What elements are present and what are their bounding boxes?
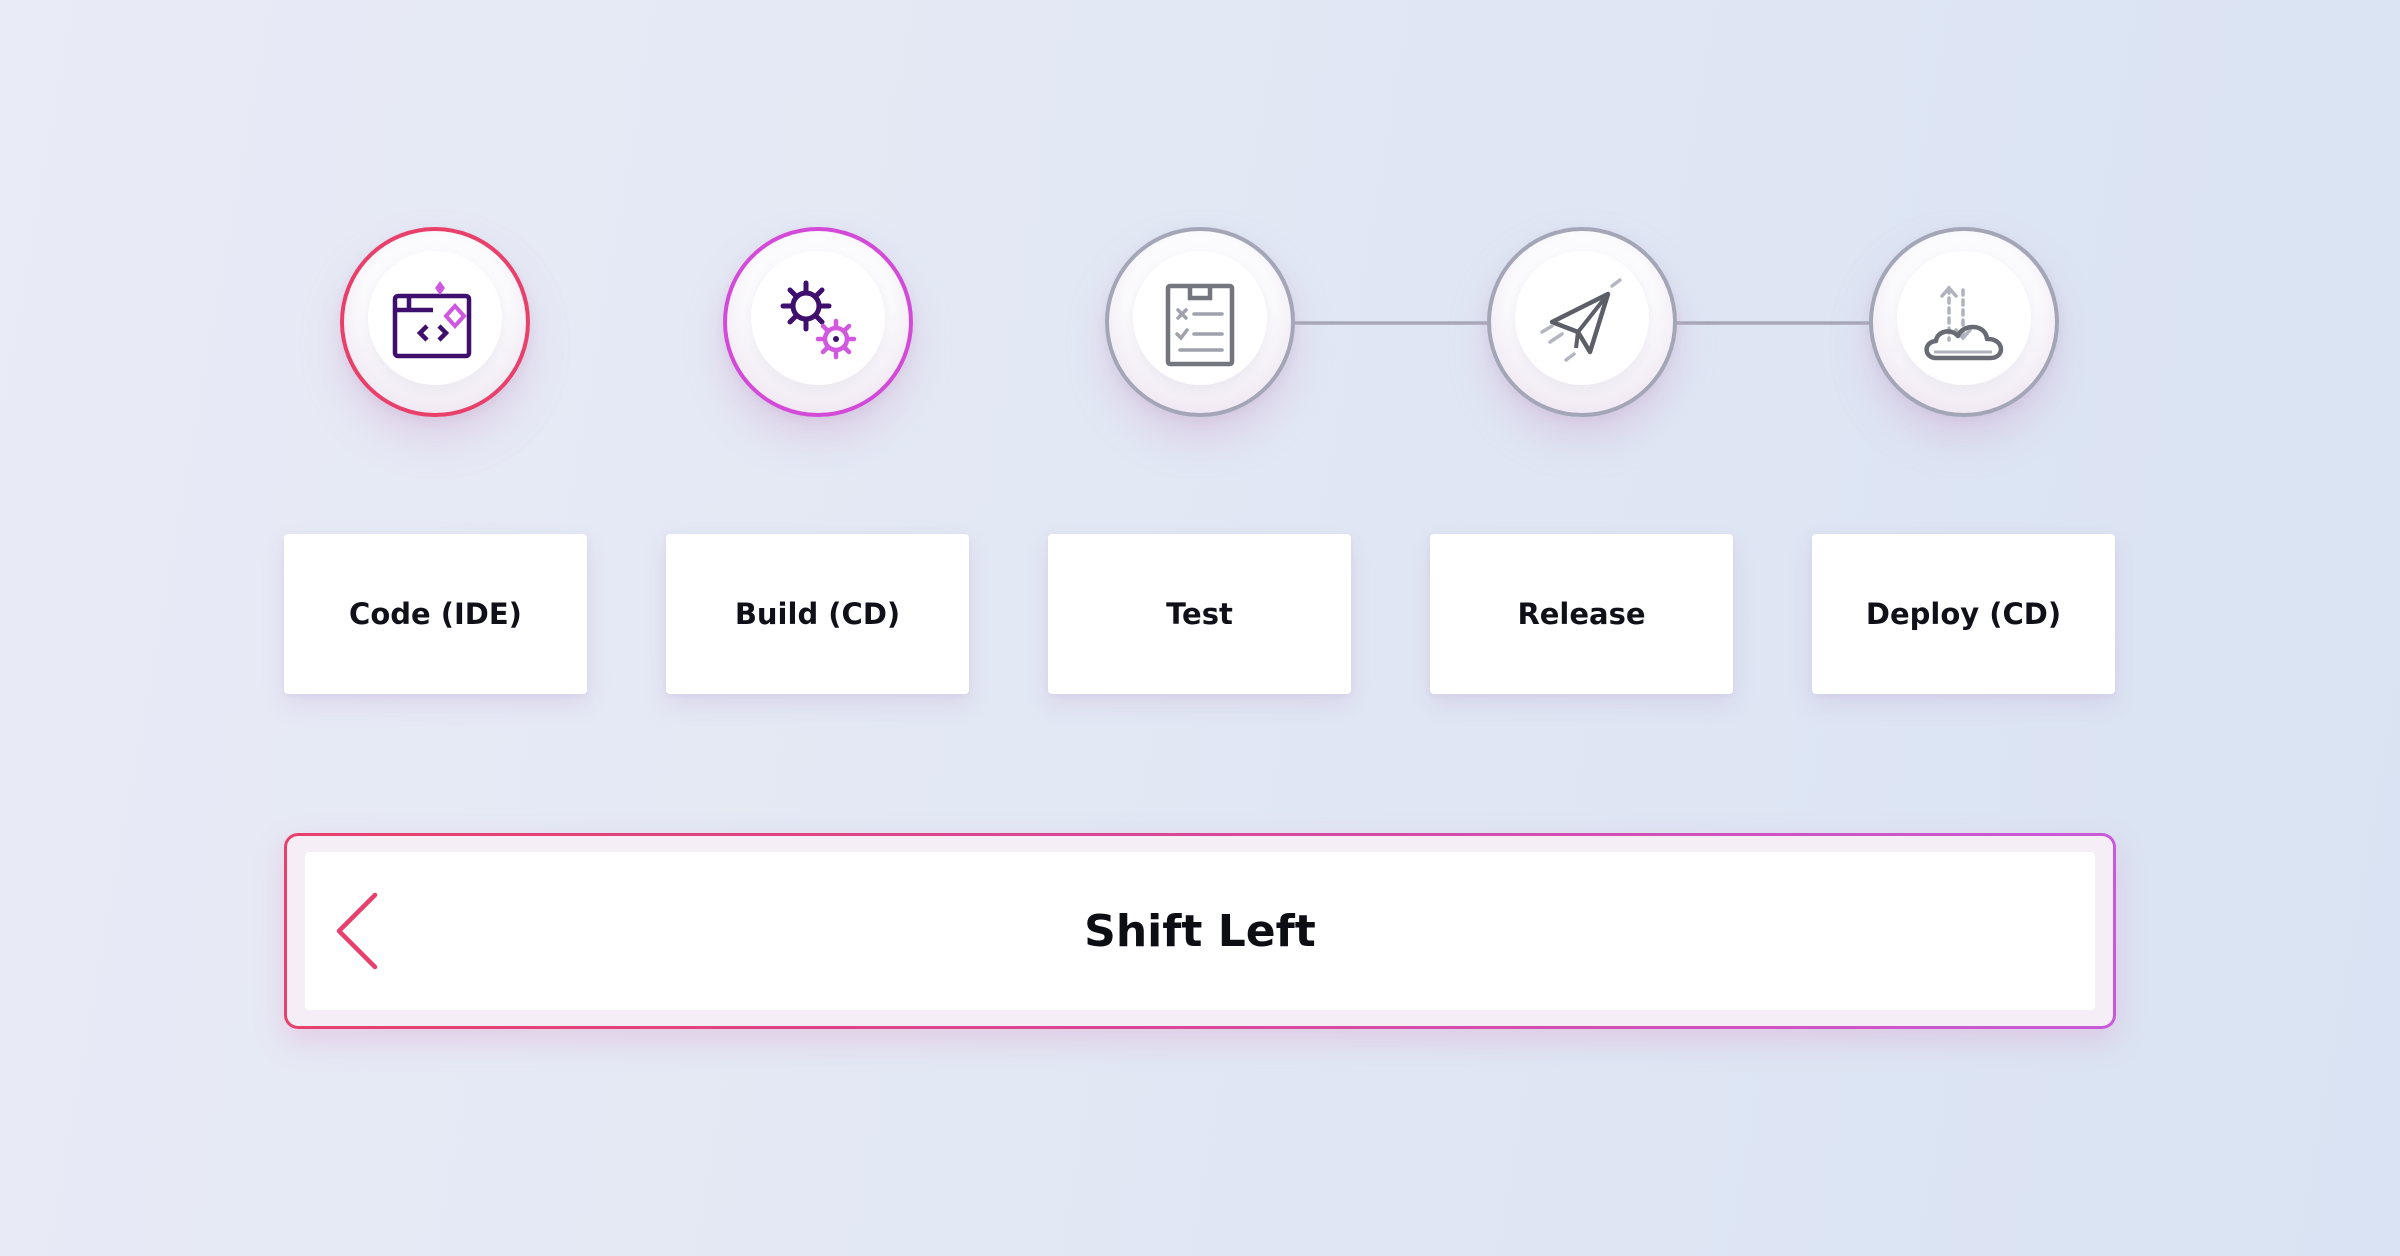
shift-left-panel: Shift Left [305, 852, 2095, 1010]
stage-label: Code (IDE) [349, 597, 522, 631]
cloud-upload-download-icon [1924, 285, 2004, 361]
stage-label-card: Release [1430, 534, 1733, 694]
shift-left-title: Shift Left [1040, 905, 1360, 957]
stage-node-build [723, 227, 913, 417]
stage-label: Deploy (CD) [1865, 597, 2062, 631]
stage-label-card: Deploy (CD) [1812, 534, 2115, 694]
clipboard-checklist-icon [1165, 283, 1235, 367]
stage-label: Release [1517, 597, 1646, 631]
code-editor-sparkle-icon [392, 281, 472, 359]
stage-label: Test [1166, 597, 1233, 631]
stage-label-card: Build (CD) [666, 534, 969, 694]
gears-icon [780, 280, 857, 360]
stage-node-deploy [1869, 227, 2059, 417]
stage-label-card: Code (IDE) [284, 534, 587, 694]
stage-node-test [1105, 227, 1295, 417]
stage-label-card: Test [1048, 534, 1351, 694]
stage-node-release [1487, 227, 1677, 417]
stage-node-code [340, 227, 530, 417]
paper-plane-icon [1540, 278, 1622, 362]
stage-label: Build (CD) [734, 597, 901, 631]
shift-left-banner: Shift Left [284, 833, 2116, 1029]
